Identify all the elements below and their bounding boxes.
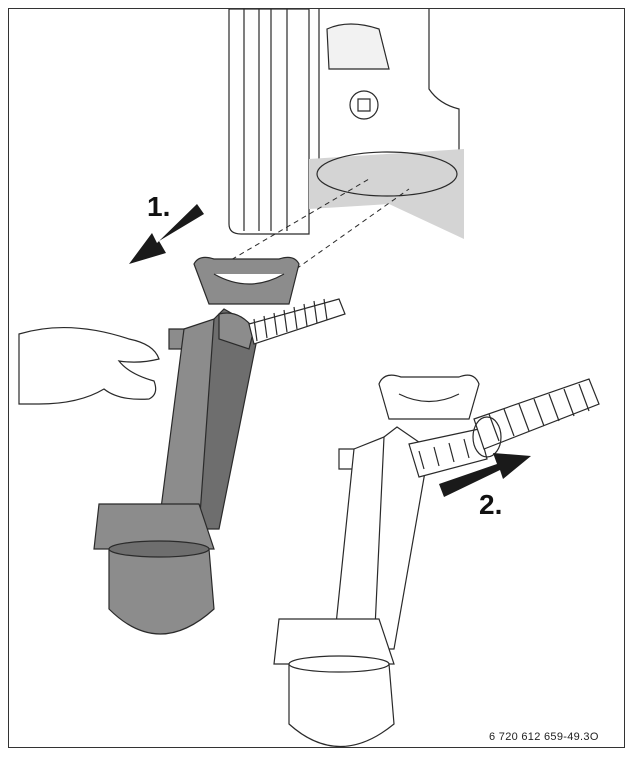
connection-ring xyxy=(316,151,458,197)
arrow-step-1-icon xyxy=(129,204,204,264)
step-1-label: 1. xyxy=(147,191,171,222)
arrow-step-2-icon xyxy=(439,453,531,497)
siphon-removal-illustration xyxy=(18,9,600,747)
step-2-label: 2. xyxy=(479,489,503,520)
siphon-grey xyxy=(93,256,346,635)
illustration-frame: 1. 2. 6 720 612 659-49.3O xyxy=(8,8,625,748)
boiler-unit xyxy=(228,9,460,235)
reference-code: 6 720 612 659-49.3O xyxy=(489,731,599,743)
hand-icon xyxy=(18,326,160,405)
boiler-shadow xyxy=(309,149,464,239)
siphon-outline xyxy=(273,374,600,747)
guide-lines xyxy=(223,178,410,275)
